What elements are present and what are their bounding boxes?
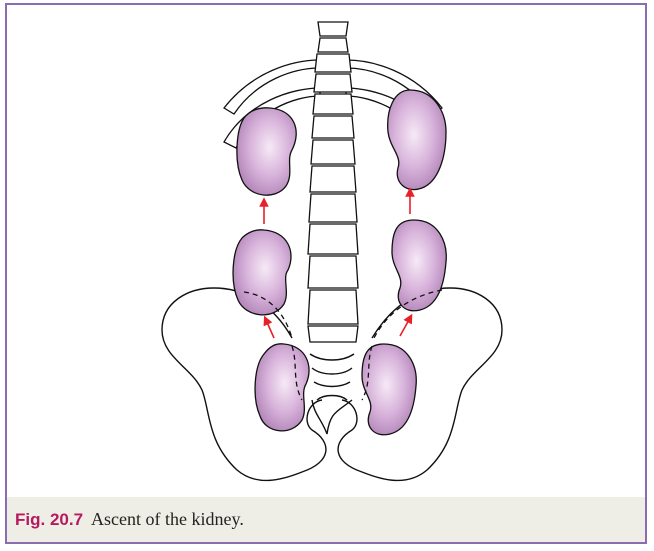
kidney-ascent-diagram: [7, 5, 645, 497]
figure-frame: Fig. 20.7 Ascent of the kidney.: [5, 3, 647, 544]
kidney-final-right: [388, 90, 446, 190]
figure-illustration: [7, 5, 645, 497]
arrow-right-lower: [400, 318, 410, 336]
kidney-start-left: [255, 344, 309, 431]
figure-label: Fig. 20.7: [15, 510, 83, 530]
kidney-final-left: [237, 108, 296, 195]
caption-text: Ascent of the kidney.: [91, 509, 244, 530]
arrow-left-lower: [266, 320, 274, 338]
kidney-middle-left: [233, 230, 291, 315]
figure-caption: Fig. 20.7 Ascent of the kidney.: [7, 497, 645, 542]
vertebral-column: [308, 22, 358, 342]
kidney-middle-right: [392, 220, 446, 311]
